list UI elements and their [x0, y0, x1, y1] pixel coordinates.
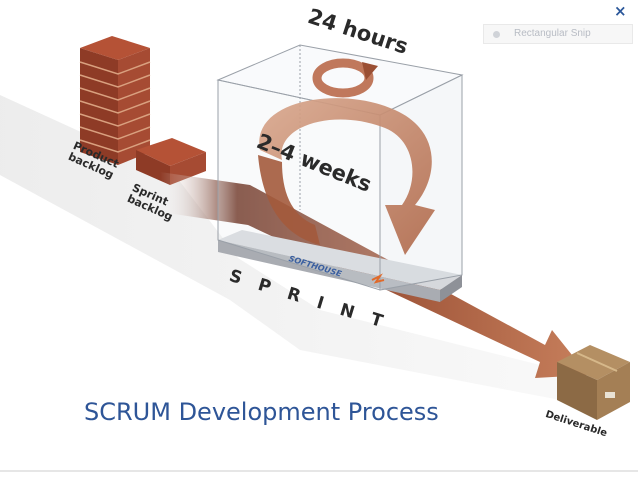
snip-mode-icon	[493, 31, 500, 38]
deliverable-box	[557, 345, 630, 420]
rectangular-snip-button[interactable]: Rectangular Snip	[483, 24, 633, 44]
bottom-divider	[0, 470, 638, 472]
snip-label: Rectangular Snip	[514, 28, 591, 39]
sprint-platform	[218, 230, 462, 302]
softhouse-logo	[371, 273, 385, 284]
daily-loop	[312, 58, 378, 98]
slide-title: SCRUM Development Process	[84, 398, 439, 426]
product-backlog-stack	[79, 36, 151, 165]
sprint-loop	[258, 98, 435, 255]
close-icon[interactable]: ×	[614, 2, 627, 20]
